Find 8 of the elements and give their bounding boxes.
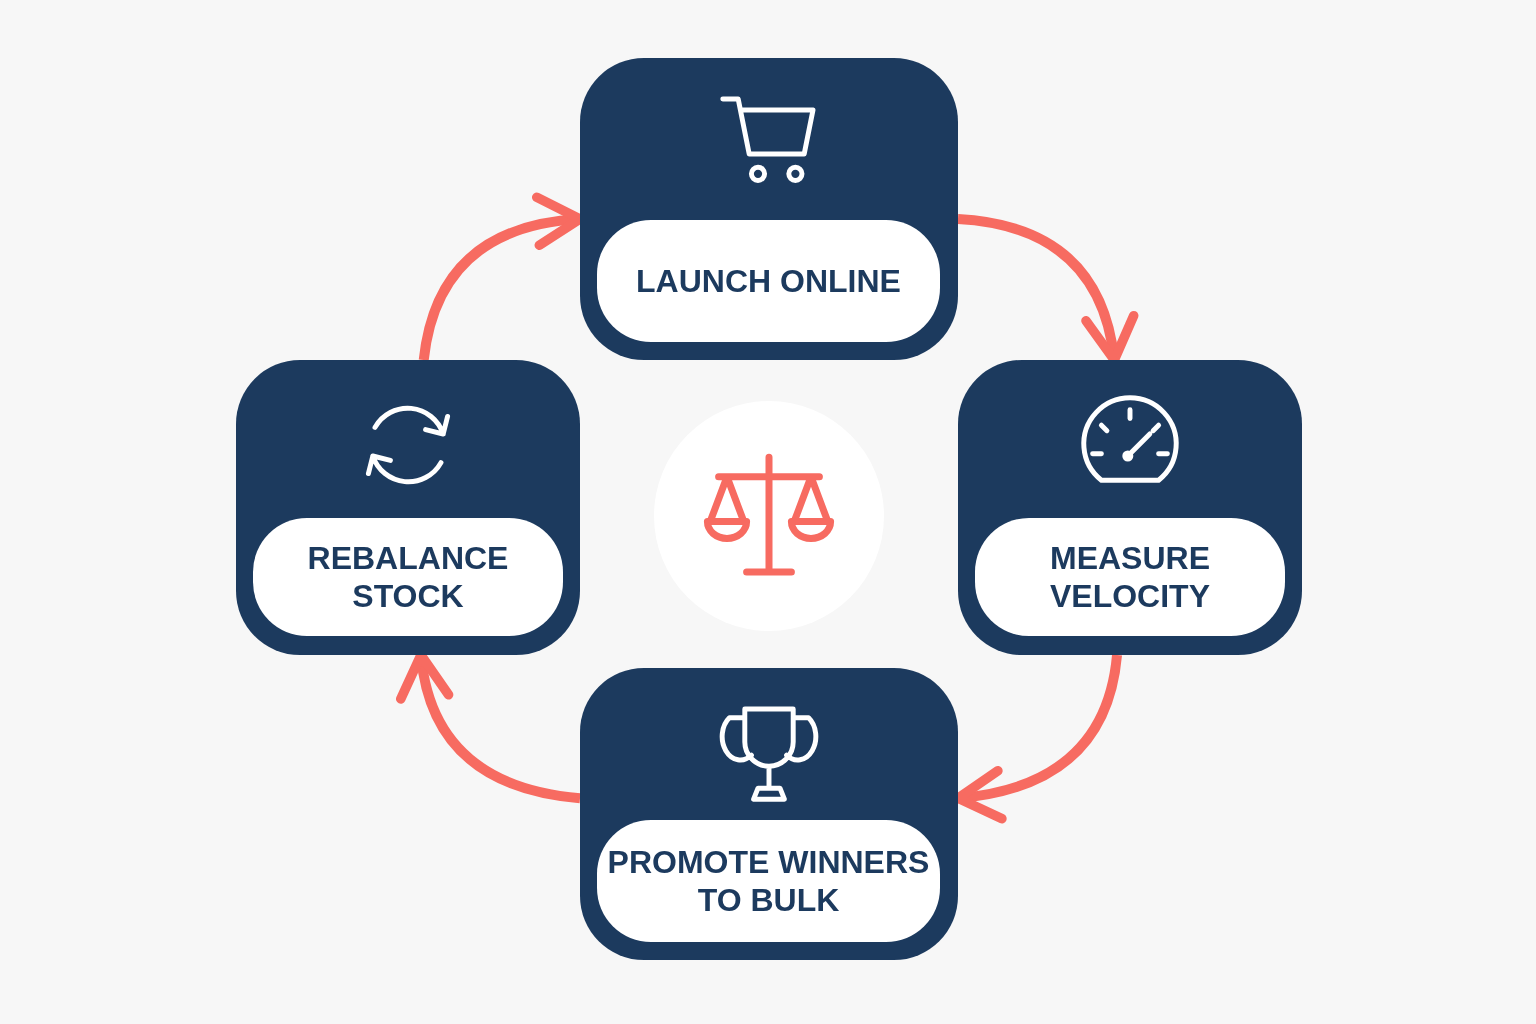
step-label: LAUNCH ONLINE [597, 220, 940, 342]
step-card [236, 360, 580, 655]
step-label: PROMOTE WINNERS TO BULK [597, 820, 940, 942]
step-label: MEASURE VELOCITY [975, 518, 1285, 636]
step-card [580, 668, 958, 960]
step-card [580, 58, 958, 360]
step-card [958, 360, 1302, 655]
step-label: REBALANCE STOCK [253, 518, 563, 636]
